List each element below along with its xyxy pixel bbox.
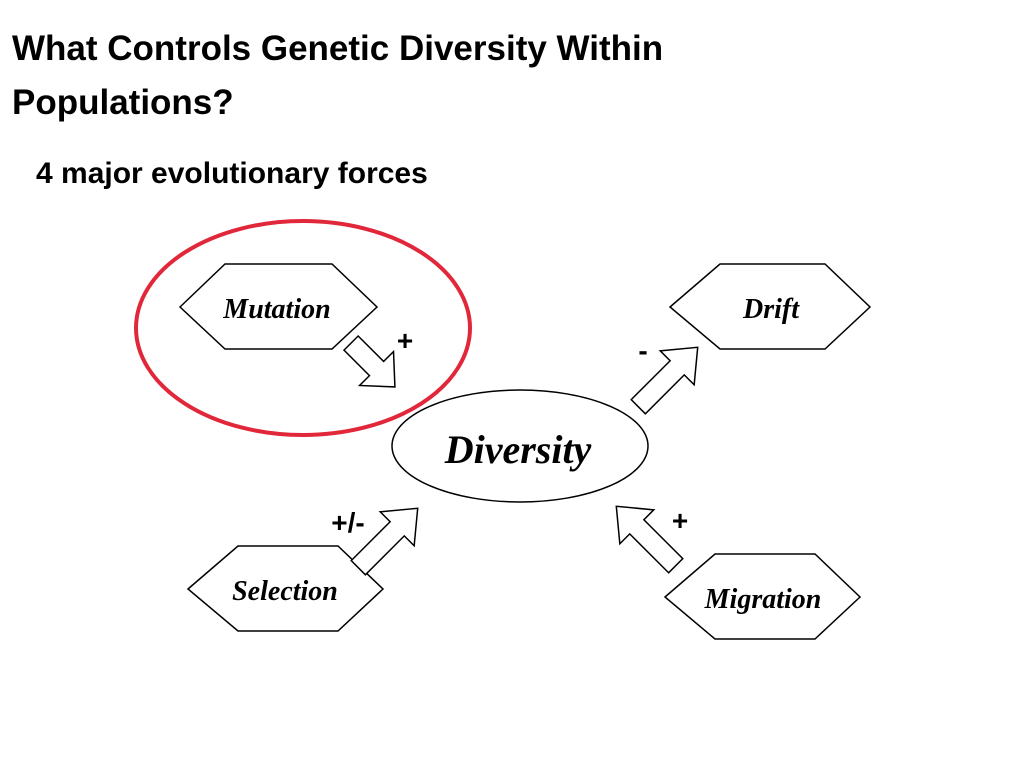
- slide-title: What Controls Genetic Diversity Within P…: [12, 22, 1012, 130]
- selection-effect-sign: +/-: [331, 507, 364, 538]
- slide-title-line-1: What Controls Genetic Diversity Within: [12, 29, 664, 68]
- diversity-node: Diversity: [391, 389, 649, 503]
- mutation-hexagon: [178, 263, 379, 350]
- migration-effect-sign: +: [672, 505, 688, 536]
- selection-to-diversity-arrow: [350, 507, 419, 576]
- mutation-effect-sign: +: [397, 325, 413, 356]
- mutation-highlight-circle: [134, 219, 472, 437]
- drift-effect-sign: -: [638, 335, 647, 366]
- selection-node: Selection: [186, 545, 385, 632]
- selection-label: Selection: [232, 576, 338, 607]
- migration-node: Migration: [663, 553, 862, 640]
- diversity-to-drift-arrow: [630, 346, 699, 415]
- arrow-shape: [350, 507, 419, 576]
- drift-node: Drift: [668, 263, 872, 350]
- mutation-to-diversity-arrow: [342, 334, 396, 388]
- selection-hexagon: [186, 545, 385, 632]
- migration-label: Migration: [704, 584, 822, 615]
- slide-title-line-2: Populations?: [12, 83, 234, 122]
- arrow-shape: [615, 505, 684, 574]
- arrow-shape: [342, 334, 396, 388]
- mutation-label: Mutation: [222, 294, 330, 325]
- arrow-shape: [630, 346, 699, 415]
- mutation-node: Mutation: [178, 263, 379, 350]
- migration-to-diversity-arrow: [615, 505, 684, 574]
- diversity-ellipse: [391, 389, 649, 503]
- drift-label: Drift: [742, 294, 800, 325]
- migration-hexagon: [663, 553, 862, 640]
- drift-hexagon: [668, 263, 872, 350]
- slide-subtitle: 4 major evolutionary forces: [36, 157, 428, 190]
- diversity-label: Diversity: [444, 427, 592, 472]
